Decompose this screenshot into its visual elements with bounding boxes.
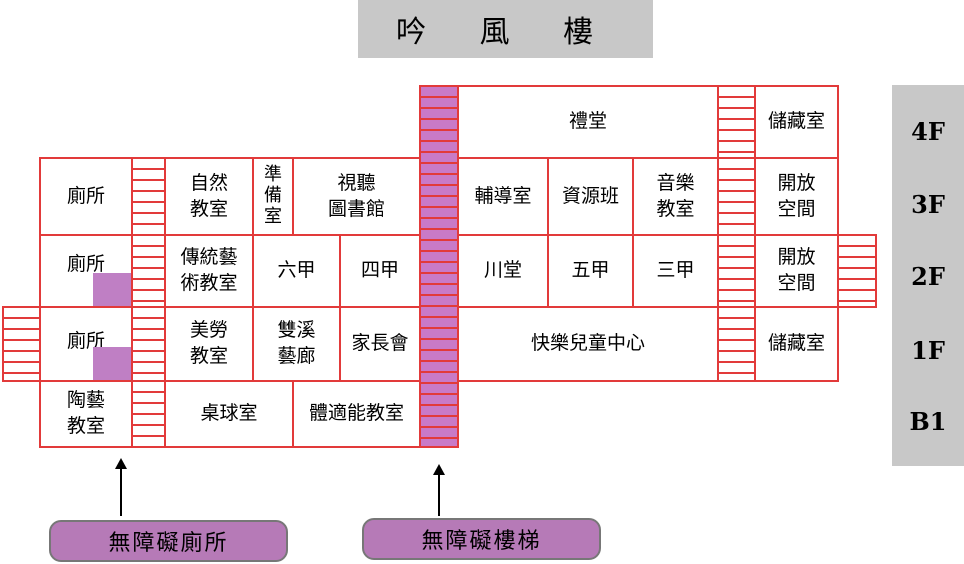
room-class-6a: 六甲	[252, 234, 341, 308]
staircase-east-2f	[717, 234, 756, 308]
room-traditional-art: 傳統藝 術教室	[164, 234, 254, 308]
legend-accessible-stairs: 無障礙樓梯	[362, 518, 601, 560]
legend-accessible-toilet: 無障礙廁所	[49, 520, 288, 562]
floor-label-2f: 2F	[911, 262, 945, 291]
room-chuan-tang: 川堂	[457, 234, 549, 308]
floor-label-bar	[892, 85, 964, 466]
staircase-outer-1f	[2, 306, 41, 382]
room-table-tennis: 桌球室	[164, 380, 294, 448]
staircase-west-2f	[131, 234, 166, 308]
arrow-toilet-head	[115, 458, 127, 469]
accessible-toilet-1f	[93, 347, 131, 380]
room-fitness: 體適能教室	[292, 380, 421, 448]
building-title: 吟 風 樓	[358, 0, 653, 58]
floor-label-1f: 1F	[911, 336, 945, 365]
room-open-3f: 開放 空間	[754, 157, 839, 236]
room-toilet-1f-label: 廁所	[66, 330, 105, 353]
arrow-stairs-head	[433, 464, 445, 475]
arrow-stairs-line	[438, 474, 440, 516]
room-toilet-2f-label: 廁所	[66, 253, 105, 276]
room-art: 美勞 教室	[164, 306, 254, 382]
room-nature-class: 自然 教室	[164, 157, 254, 236]
staircase-east-4f	[717, 85, 756, 159]
staircase-west-b1	[131, 380, 166, 448]
room-class-5a: 五甲	[547, 234, 634, 308]
staircase-west-1f	[131, 306, 166, 382]
staircase-outer-2f	[837, 234, 877, 308]
room-class-3a: 三甲	[632, 234, 719, 308]
room-storage-1f: 儲藏室	[754, 306, 839, 382]
staircase-east-1f	[717, 306, 756, 382]
arrow-toilet-line	[120, 468, 122, 516]
room-gallery: 雙溪 藝廊	[252, 306, 341, 382]
room-children-center: 快樂兒童中心	[457, 306, 719, 382]
room-music: 音樂 教室	[632, 157, 719, 236]
floor-label-3f: 3F	[911, 190, 945, 219]
room-toilet-3f: 廁所	[39, 157, 133, 236]
room-parents: 家長會	[339, 306, 421, 382]
floor-label-4f: 4F	[911, 117, 945, 146]
accessible-stairs-column	[419, 85, 459, 448]
staircase-east-3f	[717, 157, 756, 236]
room-class-4a: 四甲	[339, 234, 421, 308]
room-storage-4f: 儲藏室	[754, 85, 839, 159]
room-prep: 準 備 室	[252, 157, 294, 236]
room-open-2f: 開放 空間	[754, 234, 839, 308]
room-hall: 禮堂	[457, 85, 719, 159]
room-resource: 資源班	[547, 157, 634, 236]
room-pottery: 陶藝 教室	[39, 380, 133, 448]
staircase-west-3f	[131, 157, 166, 236]
accessible-toilet-2f	[93, 273, 131, 306]
room-av-library: 視聽 圖書館	[292, 157, 421, 236]
floor-label-b1: B1	[909, 407, 947, 436]
room-counseling: 輔導室	[457, 157, 549, 236]
